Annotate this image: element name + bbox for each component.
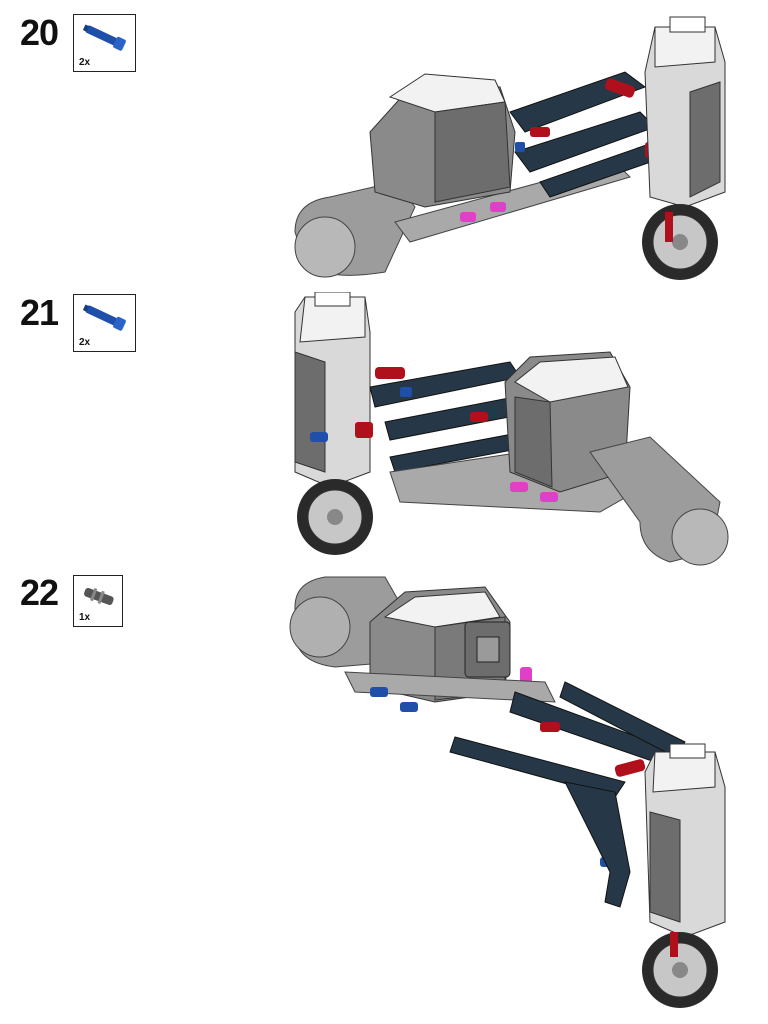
model-illustration-step-22 [289, 576, 726, 1008]
blue-axle-pin-icon [82, 304, 126, 331]
parts-callout: 2x [73, 14, 136, 72]
model-illustration-step-20 [294, 16, 726, 280]
step-22: 22 1x [0, 572, 768, 1022]
parts-callout: 1x [73, 575, 123, 627]
step-20: 20 2x [0, 12, 768, 282]
step-number: 21 [20, 292, 59, 333]
gray-pin-connector-icon [84, 587, 114, 605]
part-quantity: 1x [79, 612, 91, 623]
part-quantity: 2x [79, 337, 91, 348]
blue-axle-pin-icon [82, 24, 126, 51]
step-number: 22 [20, 572, 59, 613]
part-quantity: 2x [79, 57, 91, 68]
step-number: 20 [20, 12, 59, 53]
parts-callout: 2x [73, 294, 136, 352]
step-21: 21 2x [0, 292, 768, 572]
model-illustration-step-21 [294, 292, 729, 566]
